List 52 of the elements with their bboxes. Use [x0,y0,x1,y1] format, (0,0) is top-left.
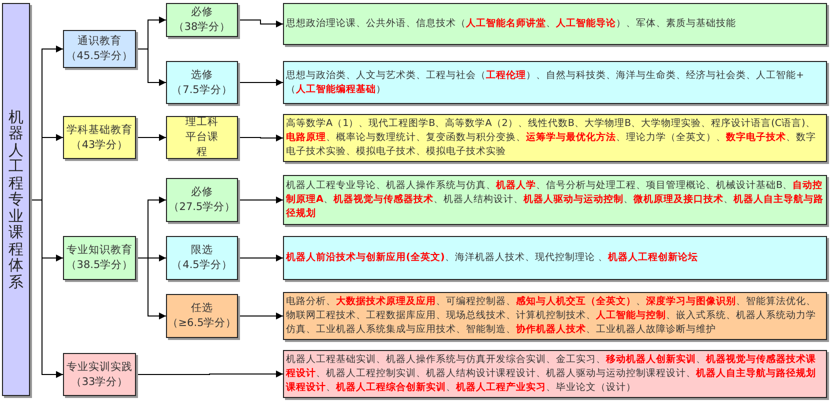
arrow [238,20,284,28]
category-label: 选修 [191,68,213,82]
course-list-text: 高等数学A（1）、现代工程图学B、高等数学A（2）、线性代数B、大学物理B、大学物理实验、程序设计语言(C语言)、电路原理、概率论与数理统计、复变函数与积分变换、运筹学与最优化方法、理论力学（全英文）、数字电子技术、数字电子技术实验、模拟电子技术、模拟电子技术实验 [286,117,817,159]
category-label: 限选 [191,243,213,258]
category-label: 专业实训实践 [66,360,132,374]
category-label: 理工科平台课程 [184,115,220,160]
credit-label: （4.5学分） [172,258,232,273]
arrow [238,196,284,204]
category-label: 专业知识教育 [66,243,132,258]
arrow [30,200,64,378]
credit-label: （33学分） [70,374,128,390]
credit-label: （43学分） [70,138,128,152]
course-type-box [166,61,238,104]
course-type-box [166,3,238,37]
course-list-box [283,3,827,45]
course-list-text: 思想与政治类、人文与艺术类、工程与社会（工程伦理）、自然与科技类、海洋与生命类、经济与社会类、人工智能+（人工智能编程基础） [286,68,806,96]
arrow [238,254,284,262]
category-label: 通识教育 [78,34,122,49]
arrow [238,134,284,142]
course-type-box [166,178,238,222]
category-box [63,30,136,68]
credit-label: （45.5学分） [66,49,134,64]
course-list-text: 机器人工程基础实训、机器人操作系统与仿真开发综合实训、金工实习、移动机器人创新实训、机器视觉与传感器技术课程设计、机器人工程控制实训、机器人结构设计课程设计、机器人驱动与运动控制课程设计、机器人自主导航与路径规划课程设计、机器人工程综合创新实训、机器人工程产业实习、毕业论文（设计） [286,353,817,395]
category-label: 必修 [191,5,213,20]
arrow [238,79,284,86]
arrow [136,48,166,86]
course-list-text: 电路分析、大数据技术原理及应用、可编程控制器、感知与人机交互（全英文）、深度学习与图像识别、智能算法优化、物联网工程技术、工程数据库应用、现场总线技术、计算机控制技术、人工智能与控制、嵌入式系统、机器人系统动力学仿真、工业机器人系统集成与应用技术、智能制造、协作机器人技术、工业机器人故障诊断与维护 [286,295,817,337]
title-box [2,3,30,396]
category-box [63,116,136,159]
category-box [63,353,136,396]
course-list-text: 机器人工程专业导论、机器人操作系统与仿真、机器人学、信号分析与处理工程、项目管理概论、机械设计基础B、自动控制原理A、机器视觉与传感器技术、机器人结构设计、机器人驱动与运动控制、微机原理及接口技术、机器人自主导航与路径规划 [286,179,824,221]
course-list-box [283,61,827,104]
course-type-box [166,116,238,159]
credit-label: （38学分） [173,20,231,35]
category-label: 学科基础教育 [66,122,132,138]
course-type-box [166,294,238,338]
course-type-box [166,236,238,280]
category-label: 任选 [191,301,213,316]
arrow [238,312,284,320]
credit-label: （27.5学分） [168,200,236,215]
category-box [63,236,136,280]
arrow [136,258,166,320]
credit-label: （7.5学分） [172,82,232,98]
course-list-box [283,236,827,280]
arrow [136,134,166,141]
course-list-text: 思想政治理论课、公共外语、信息技术（人工智能名师讲堂、人工智能导论）、军体、素质与基础技能 [286,17,737,31]
course-list-text: 机器人前沿技术与创新应用(全英文)、海洋机器人技术、现代控制理论 、机器人工程创新论坛 [286,251,699,265]
credit-label: （≥6.5学分） [167,316,237,331]
credit-label: （38.5学分） [66,258,134,273]
title-text: 机器人工程专业课程体系 [8,108,24,290]
arrow [136,370,284,378]
category-label: 必修 [191,185,213,200]
